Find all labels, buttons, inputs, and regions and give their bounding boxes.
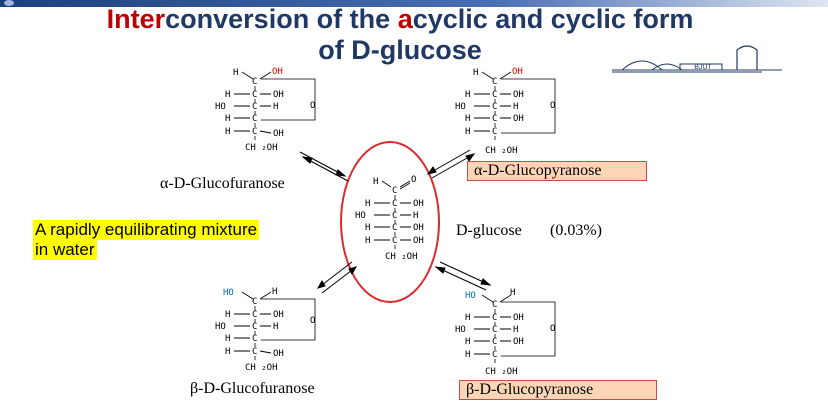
beta-pyranose-structure: HO H C H C OH HO C H H C OH H C CH ₂OH: [455, 286, 585, 391]
atom: C: [492, 77, 497, 87]
label-beta-glucofuranose: β-D-Glucofuranose: [190, 380, 315, 397]
atom: C: [252, 102, 257, 112]
label-alpha-glucofuranose: α-D-Glucofuranose: [160, 175, 285, 192]
atom: C: [492, 127, 497, 137]
atom: H: [465, 127, 470, 137]
anomeric-oh: OH: [272, 67, 283, 77]
beta-furanose-structure: HO H C H C OH HO C H H C H C OH CH ₂OH: [215, 283, 345, 388]
atom: H: [225, 334, 230, 344]
atom: H: [465, 114, 470, 124]
label-beta-glucopyranose: β-D-Glucopyranose: [459, 380, 657, 400]
equilibrium-note: A rapidly equilibrating mixture in water: [33, 220, 260, 260]
atom: C: [252, 322, 257, 332]
atom: H: [273, 322, 278, 332]
note-line-1: A rapidly equilibrating mixture: [33, 220, 260, 240]
atom: H: [233, 68, 238, 78]
ring-oxygen: O: [310, 101, 315, 111]
atom: CH ₂OH: [245, 143, 278, 153]
atom: C: [252, 334, 257, 344]
atom: OH: [273, 90, 284, 100]
title-cyclic: cyclic and cyclic form: [412, 4, 694, 34]
slide-title: Interconversion of the acyclic and cycli…: [0, 4, 800, 66]
title-inter: Inter: [106, 4, 166, 34]
atom: C: [252, 77, 257, 87]
atom: H: [465, 350, 470, 360]
atom: C: [492, 337, 497, 347]
atom: C: [252, 310, 257, 320]
alpha-pyranose-structure: H OH C H C OH HO C H H C OH H C CH ₂OH: [455, 63, 585, 168]
university-emblem-icon: [4, 0, 14, 6]
atom: H: [465, 337, 470, 347]
atom: C: [492, 300, 497, 310]
atom: H: [225, 114, 230, 124]
atom: H: [510, 288, 515, 298]
atom: HO: [455, 325, 466, 335]
atom: C: [252, 90, 257, 100]
atom: C: [252, 114, 257, 124]
atom: H: [513, 325, 518, 335]
atom: C: [492, 90, 497, 100]
atom: CH ₂OH: [245, 363, 278, 373]
title-a: a: [397, 4, 413, 34]
atom: H: [225, 347, 230, 357]
atom: C: [492, 114, 497, 124]
atom: OH: [513, 313, 524, 323]
atom: H: [225, 90, 230, 100]
atom: C: [492, 325, 497, 335]
atom: H: [225, 310, 230, 320]
atom: H: [513, 102, 518, 112]
atom: HO: [215, 102, 226, 112]
highlight-ellipse: [340, 141, 440, 303]
atom: C: [252, 297, 257, 307]
bjut-logo: BJUT: [612, 40, 782, 76]
label-d-glucose: D-glucose: [456, 222, 522, 239]
anomeric-ho: HO: [465, 291, 476, 301]
atom: C: [252, 127, 257, 137]
note-line-2: in water: [33, 240, 97, 260]
title-conversion: conversion of the: [165, 4, 398, 34]
atom: C: [492, 350, 497, 360]
alpha-furanose-structure: H OH C H C OH HO C H H C H C OH CH ₂OH: [215, 63, 345, 168]
atom: C: [252, 347, 257, 357]
atom: C: [492, 102, 497, 112]
atom: HO: [455, 102, 466, 112]
atom: CH ₂OH: [485, 146, 518, 156]
anomeric-ho: HO: [223, 288, 234, 298]
atom: OH: [513, 337, 524, 347]
atom: OH: [273, 349, 284, 359]
atom: H: [465, 90, 470, 100]
ring-oxygen: O: [310, 316, 315, 326]
title-line-1: Interconversion of the acyclic and cycli…: [0, 4, 800, 35]
atom: C: [492, 313, 497, 323]
atom: H: [273, 102, 278, 112]
atom: OH: [273, 129, 284, 139]
atom: H: [225, 127, 230, 137]
label-d-glucose-percentage: (0.03%): [550, 222, 602, 239]
title-line-2: of D-glucose: [318, 35, 482, 65]
atom: H: [465, 313, 470, 323]
label-alpha-glucopyranose: α-D-Glucopyranose: [467, 161, 647, 181]
atom: H: [272, 287, 277, 297]
ring-oxygen: O: [550, 324, 555, 334]
top-banner: [0, 0, 828, 7]
atom: OH: [513, 90, 524, 100]
anomeric-oh: OH: [512, 67, 523, 77]
atom: H: [473, 68, 478, 78]
atom: CH ₂OH: [485, 367, 518, 377]
atom: OH: [513, 114, 524, 124]
atom: HO: [215, 322, 226, 332]
ring-oxygen: O: [550, 101, 555, 111]
logo-text: BJUT: [694, 64, 712, 71]
atom: OH: [273, 310, 284, 320]
